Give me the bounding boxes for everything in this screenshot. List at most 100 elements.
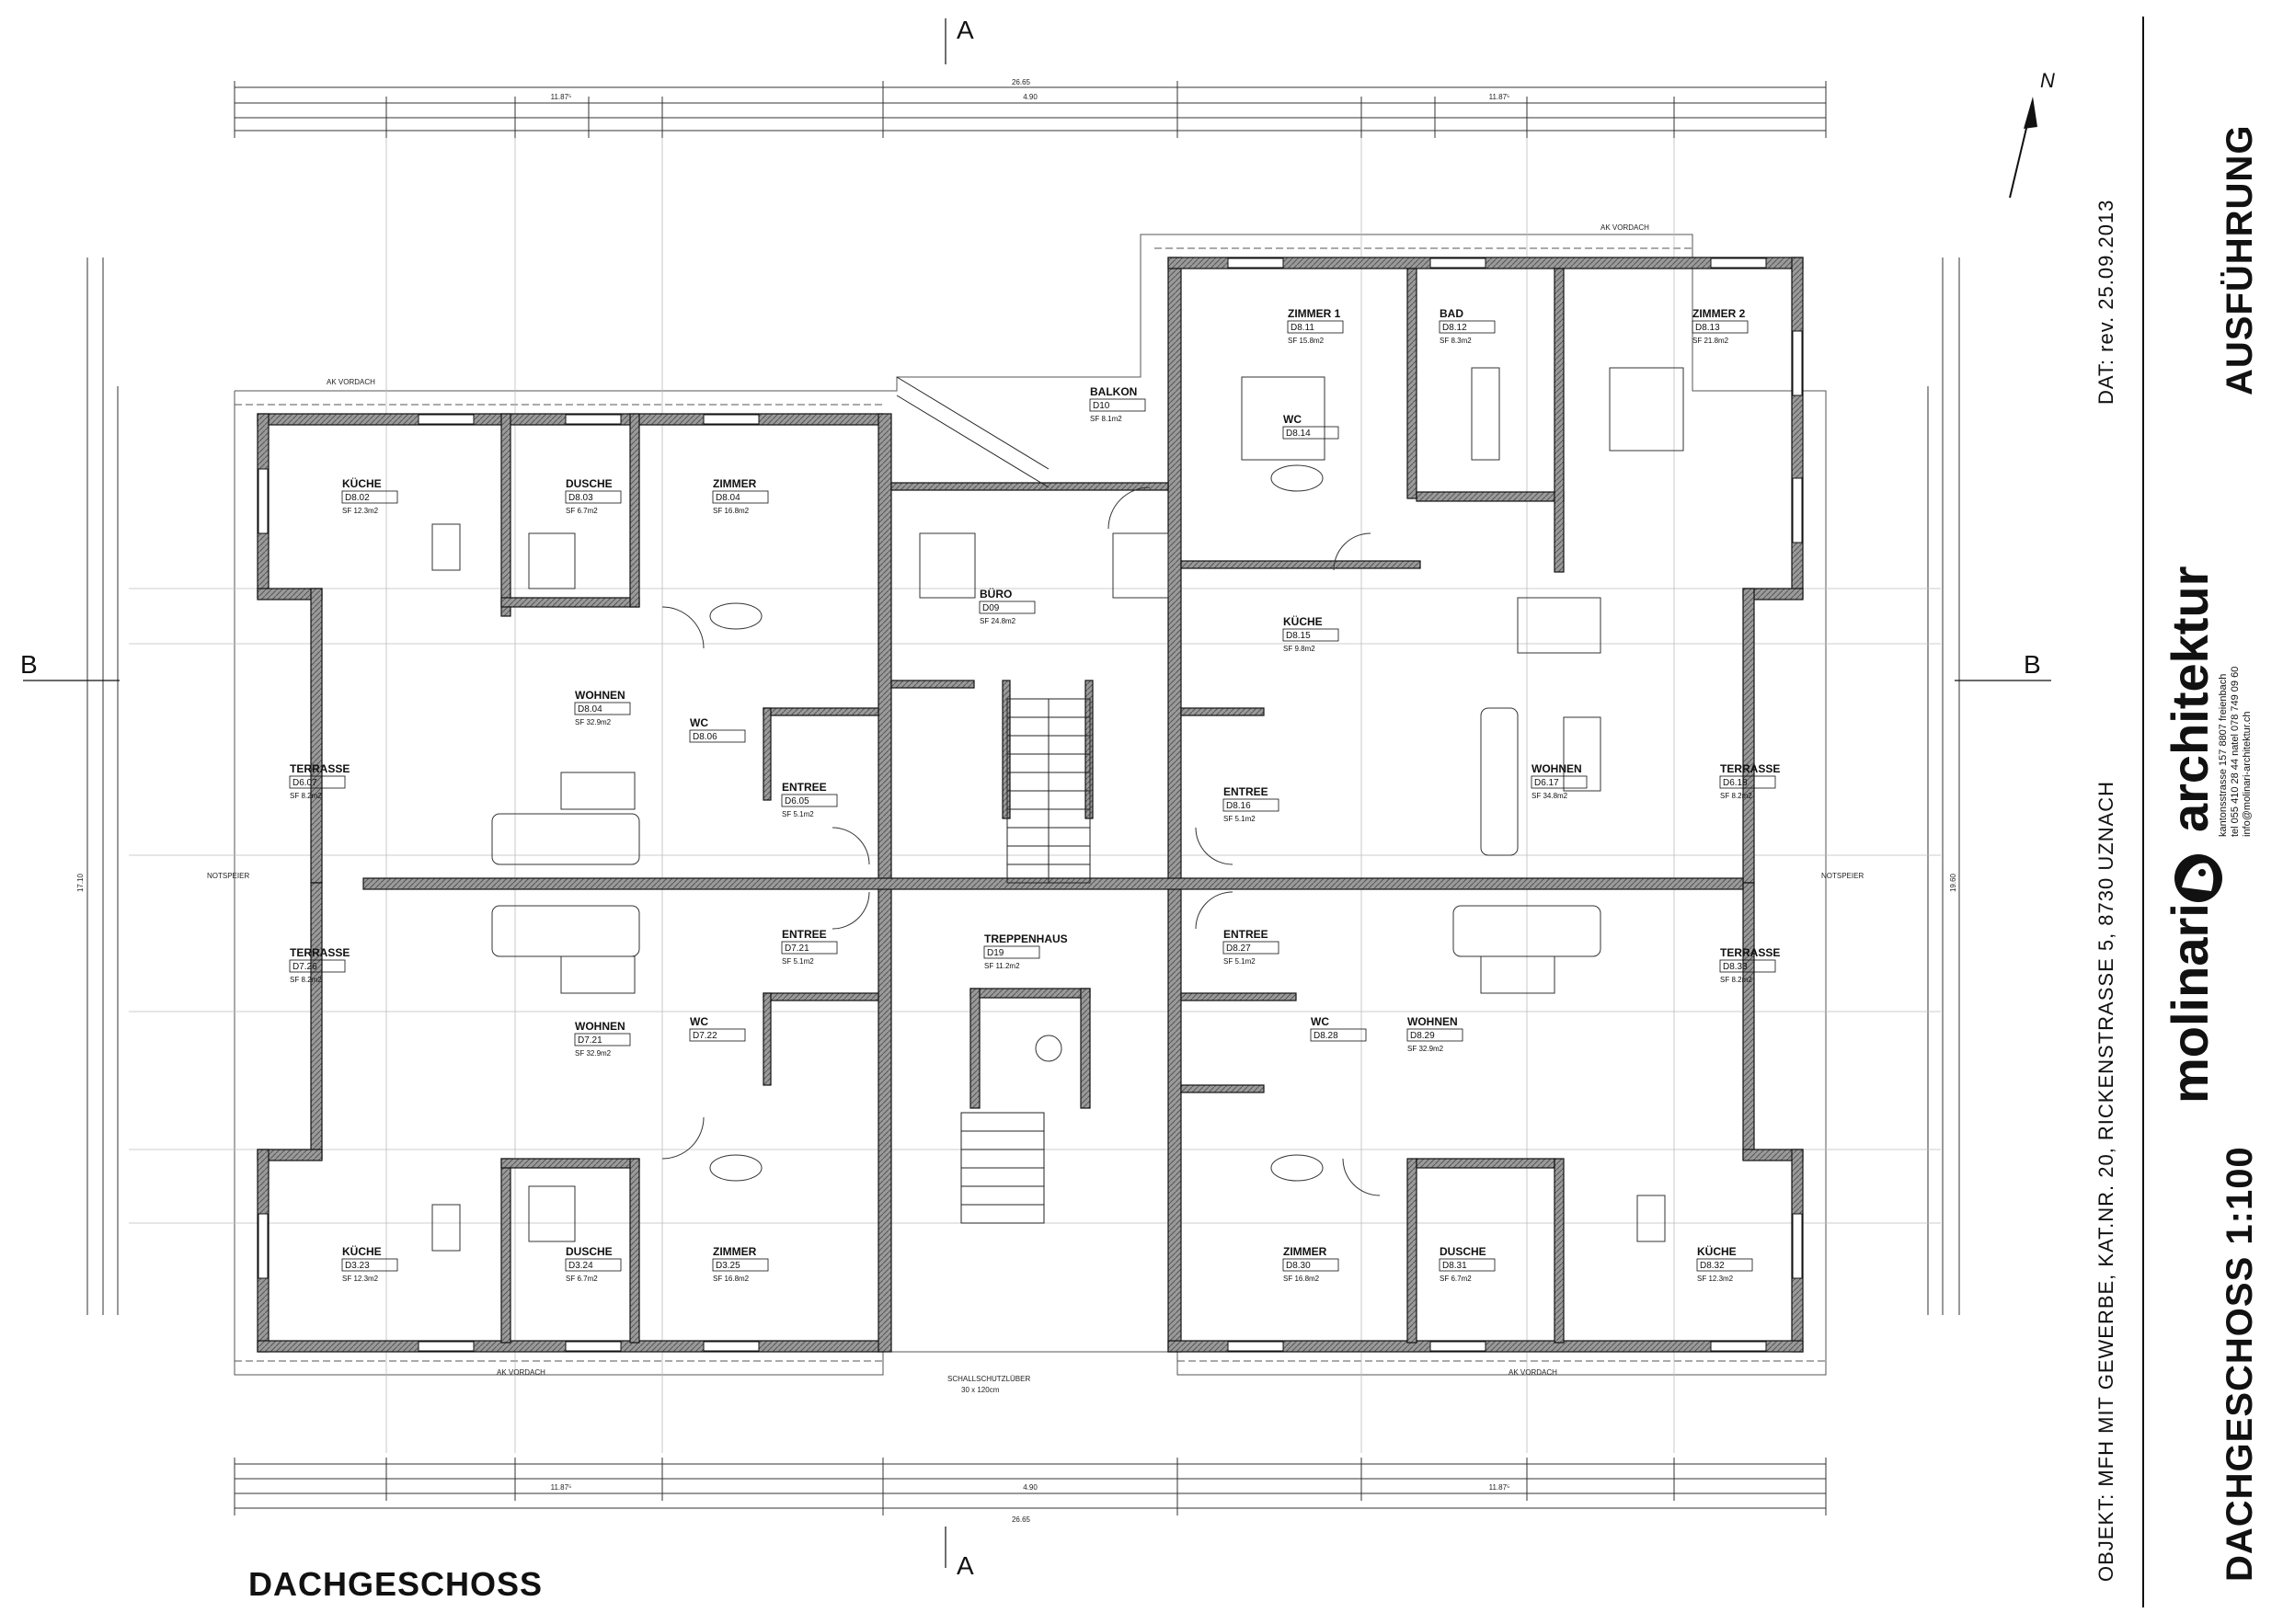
room-id-box: [712, 490, 769, 504]
room-area: SF 8.2m2: [290, 976, 322, 984]
room-name: ZIMMER: [713, 477, 757, 490]
room-name: WC: [1311, 1015, 1329, 1028]
room-id: D8.15: [1286, 631, 1311, 641]
room-area: SF 6.7m2: [1440, 1275, 1472, 1283]
roof-outline: [234, 234, 1827, 1376]
room-name: WC: [690, 1015, 708, 1028]
section-b-left: B: [20, 650, 38, 679]
plan: 26.65 11.87⁵ 4.90 11.87⁵ 26.65 11.87⁵ 4.…: [20, 16, 2055, 1603]
room-id-box: [983, 945, 1040, 959]
room-id: D6.07: [293, 778, 317, 788]
room-id-box: [1222, 798, 1279, 812]
room-area: SF 5.1m2: [1223, 957, 1256, 966]
room-id-box: [565, 490, 622, 504]
room-id: D8.13: [1695, 323, 1720, 333]
room-name: WOHNEN: [1407, 1015, 1458, 1028]
north-arrow: N: [2009, 69, 2055, 199]
dim-depth-left: 17.10: [76, 873, 85, 892]
room-id: D6.05: [785, 796, 809, 806]
room-id: D7.22: [693, 1031, 717, 1041]
room-id-box: [979, 600, 1036, 614]
room-name: BALKON: [1090, 385, 1137, 398]
notspeier-right: NOTSPEIER: [1821, 872, 1864, 880]
room-area: SF 12.3m2: [342, 507, 379, 515]
dim-right-bottom: 11.87⁵: [1489, 1483, 1510, 1492]
room-label: WC D7.22: [689, 1015, 746, 1042]
room-area: SF 12.3m2: [1697, 1275, 1734, 1283]
room-id-box: [1692, 320, 1749, 334]
room-id-box: [1696, 1258, 1753, 1272]
door-swings: [661, 486, 1381, 1196]
grid-lines: [129, 138, 1941, 1453]
walls: [257, 257, 1804, 1353]
room-name: ENTREE: [782, 928, 827, 941]
plan-title: DACHGESCHOSS: [248, 1565, 543, 1603]
room-name: DUSCHE: [1440, 1245, 1486, 1258]
room-name: WOHNEN: [575, 1020, 625, 1033]
dim-middle-top: 4.90: [1023, 93, 1038, 101]
room-name: KÜCHE: [1283, 614, 1323, 628]
room-area: SF 32.9m2: [1407, 1045, 1444, 1053]
room-area: SF 6.7m2: [566, 1275, 598, 1283]
brand-address: kantonsstrasse 157 8807 freienbach: [2218, 674, 2229, 837]
room-id: D8.02: [345, 493, 370, 503]
room-area: SF 11.2m2: [984, 962, 1020, 970]
room-id: D09: [982, 603, 1000, 613]
room-id: D7.21: [578, 1035, 602, 1046]
room-id-box: [341, 490, 398, 504]
room-id: D3.24: [568, 1261, 593, 1271]
room-id-box: [1719, 959, 1776, 973]
room-id-box: [781, 941, 838, 955]
room-name: ZIMMER 1: [1288, 307, 1341, 320]
room-id: D7.21: [785, 944, 809, 954]
room-name: KÜCHE: [342, 1244, 382, 1258]
room-area: SF 32.9m2: [575, 718, 612, 726]
room-id-box: [1287, 320, 1344, 334]
schallschutz-label: SCHALLSCHUTZLÜBER: [947, 1375, 1030, 1383]
stairs: [896, 376, 1091, 1224]
room-id-box: [1531, 775, 1588, 789]
room-name: WOHNEN: [575, 689, 625, 702]
room-id: D8.03: [568, 493, 593, 503]
room-id: D7.26: [293, 962, 317, 972]
room-name: WC: [1283, 413, 1302, 426]
brand-email: info@molinari-architektur.ch: [2242, 712, 2253, 838]
room-id: D8.12: [1442, 323, 1467, 333]
room-label: KÜCHE D3.23 SF 12.3m2: [341, 1244, 398, 1283]
room-name: KÜCHE: [1697, 1244, 1737, 1258]
room-id: D6.18: [1723, 778, 1748, 788]
room-id: D8.30: [1286, 1261, 1311, 1271]
room-area: SF 8.1m2: [1090, 415, 1122, 423]
room-id-box: [689, 729, 746, 743]
room-area: SF 12.3m2: [342, 1275, 379, 1283]
room-id: D3.23: [345, 1261, 370, 1271]
room-name: TREPPENHAUS: [984, 932, 1068, 945]
room-name: WOHNEN: [1532, 762, 1582, 775]
ak-vordach-label-bottom-left: AK VORDACH: [497, 1368, 545, 1377]
room-id-box: [1439, 320, 1496, 334]
room-id-box: [1439, 1258, 1496, 1272]
room-area: SF 8.2m2: [1720, 976, 1752, 984]
room-area: SF 32.9m2: [575, 1049, 612, 1058]
room-id: D8.11: [1291, 323, 1314, 333]
room-id-box: [689, 1028, 746, 1042]
brand-name-architektur: architektur: [2161, 566, 2219, 832]
room-name: ENTREE: [1223, 785, 1268, 798]
